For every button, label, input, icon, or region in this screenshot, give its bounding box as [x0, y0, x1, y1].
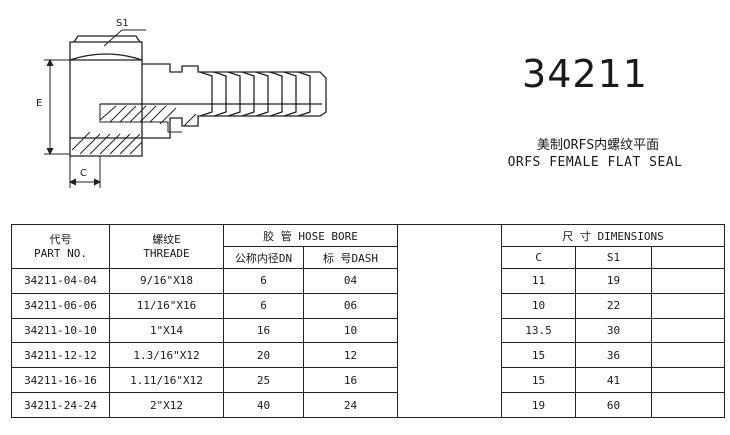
cell-dash: 12: [302, 342, 399, 369]
cell-part-no: 34211-12-12: [11, 342, 110, 369]
cell-c: 13.5: [501, 317, 577, 344]
header-part-no-en: PART NO.: [34, 246, 87, 260]
spec-table: 代号 PART NO. 螺纹E THREADE 胶 管 HOSE BORE 尺 …: [11, 224, 726, 418]
header-dn: 公称内径DN: [223, 246, 304, 269]
header-thread-en: THREADE: [143, 246, 190, 260]
c-arrow-right: [93, 178, 102, 186]
header-thread-cn: 螺纹E: [152, 232, 181, 246]
cell-c: 19: [501, 392, 577, 418]
e-label: E: [36, 98, 43, 109]
header-dimensions: 尺 寸 DIMENSIONS: [501, 224, 726, 247]
table-spacer-column: [397, 224, 503, 418]
section-hatch: [71, 105, 197, 155]
cell-blank: [651, 268, 726, 294]
cell-dash: 04: [302, 268, 399, 294]
fitting-drawing: [44, 29, 327, 188]
cell-c: 11: [501, 268, 577, 294]
table-row: 34211-04-04 9/16"X18 6 04 11 19: [11, 268, 726, 294]
cell-s1: 60: [575, 392, 653, 418]
inner-shoulder: [99, 104, 182, 133]
table-row: 34211-12-12 1.3/16"X12 20 12 15 36: [11, 342, 726, 369]
e-arrow-bottom: [46, 147, 54, 156]
cell-blank: [651, 292, 726, 319]
cell-dn: 16: [223, 317, 304, 344]
header-hose-bore: 胶 管 HOSE BORE: [222, 224, 399, 247]
cell-part-no: 34211-10-10: [11, 317, 110, 344]
sleeve-outline: [142, 63, 327, 139]
header-blank: [651, 246, 726, 269]
header-part-no: 代号 PART NO.: [11, 224, 110, 269]
cell-blank: [651, 342, 726, 369]
cell-blank: [651, 317, 726, 344]
cell-part-no: 34211-16-16: [11, 367, 110, 394]
cell-dn: 6: [223, 268, 304, 294]
cell-c: 15: [501, 342, 577, 369]
cell-thread: 9/16"X18: [109, 268, 224, 294]
table-row: 34211-06-06 11/16"X16 6 06 10 22: [11, 292, 726, 319]
cell-dash: 06: [302, 292, 399, 319]
hex-nut-arc-top: [69, 53, 143, 61]
cell-thread: 1"X14: [109, 317, 224, 344]
cell-dn: 6: [223, 292, 304, 319]
cell-s1: 30: [575, 317, 653, 344]
header-thread: 螺纹E THREADE: [109, 224, 224, 269]
cell-dash: 24: [302, 392, 399, 418]
header-dash: 标 号DASH: [302, 246, 399, 269]
hex-nut-chamfer-top: [73, 35, 141, 43]
cell-s1: 22: [575, 292, 653, 319]
cell-part-no: 34211-24-24: [11, 392, 110, 418]
cell-c: 10: [501, 292, 577, 319]
cell-thread: 2"X12: [109, 392, 224, 418]
cell-thread: 11/16"X16: [109, 292, 224, 319]
s1-leader: [103, 29, 123, 47]
cell-thread: 1.11/16"X12: [109, 367, 224, 394]
cell-s1: 36: [575, 342, 653, 369]
cell-part-no: 34211-04-04: [11, 268, 110, 294]
cell-blank: [651, 367, 726, 394]
cell-dash: 10: [302, 317, 399, 344]
table-row: 34211-24-24 2"X12 40 24 19 60: [11, 392, 726, 418]
hex-nut-outline: [69, 41, 143, 157]
e-arrow-top: [46, 58, 54, 67]
header-c: C: [501, 246, 577, 269]
table-row: 34211-16-16 1.11/16"X12 25 16 15 41: [11, 367, 726, 394]
cell-c: 15: [501, 367, 577, 394]
c-label: C: [80, 168, 87, 179]
header-s1: S1: [575, 246, 653, 269]
header-part-no-cn: 代号: [49, 232, 72, 246]
cell-thread: 1.3/16"X12: [109, 342, 224, 369]
part-number-heading: 34211: [522, 52, 648, 96]
cell-dn: 40: [223, 392, 304, 418]
cell-dn: 20: [223, 342, 304, 369]
table-row: 34211-10-10 1"X14 16 10 13.5 30: [11, 317, 726, 344]
s1-label: S1: [116, 18, 129, 29]
hose-barbs: [199, 71, 311, 117]
cell-blank: [651, 392, 726, 418]
c-arrow-left: [68, 178, 77, 186]
cell-dash: 16: [302, 367, 399, 394]
title-chinese: 美制ORFS内螺纹平面: [536, 138, 660, 153]
cell-dn: 25: [223, 367, 304, 394]
cell-s1: 41: [575, 367, 653, 394]
cell-s1: 19: [575, 268, 653, 294]
cell-part-no: 34211-06-06: [11, 292, 110, 319]
title-english: ORFS FEMALE FLAT SEAL: [507, 155, 683, 170]
